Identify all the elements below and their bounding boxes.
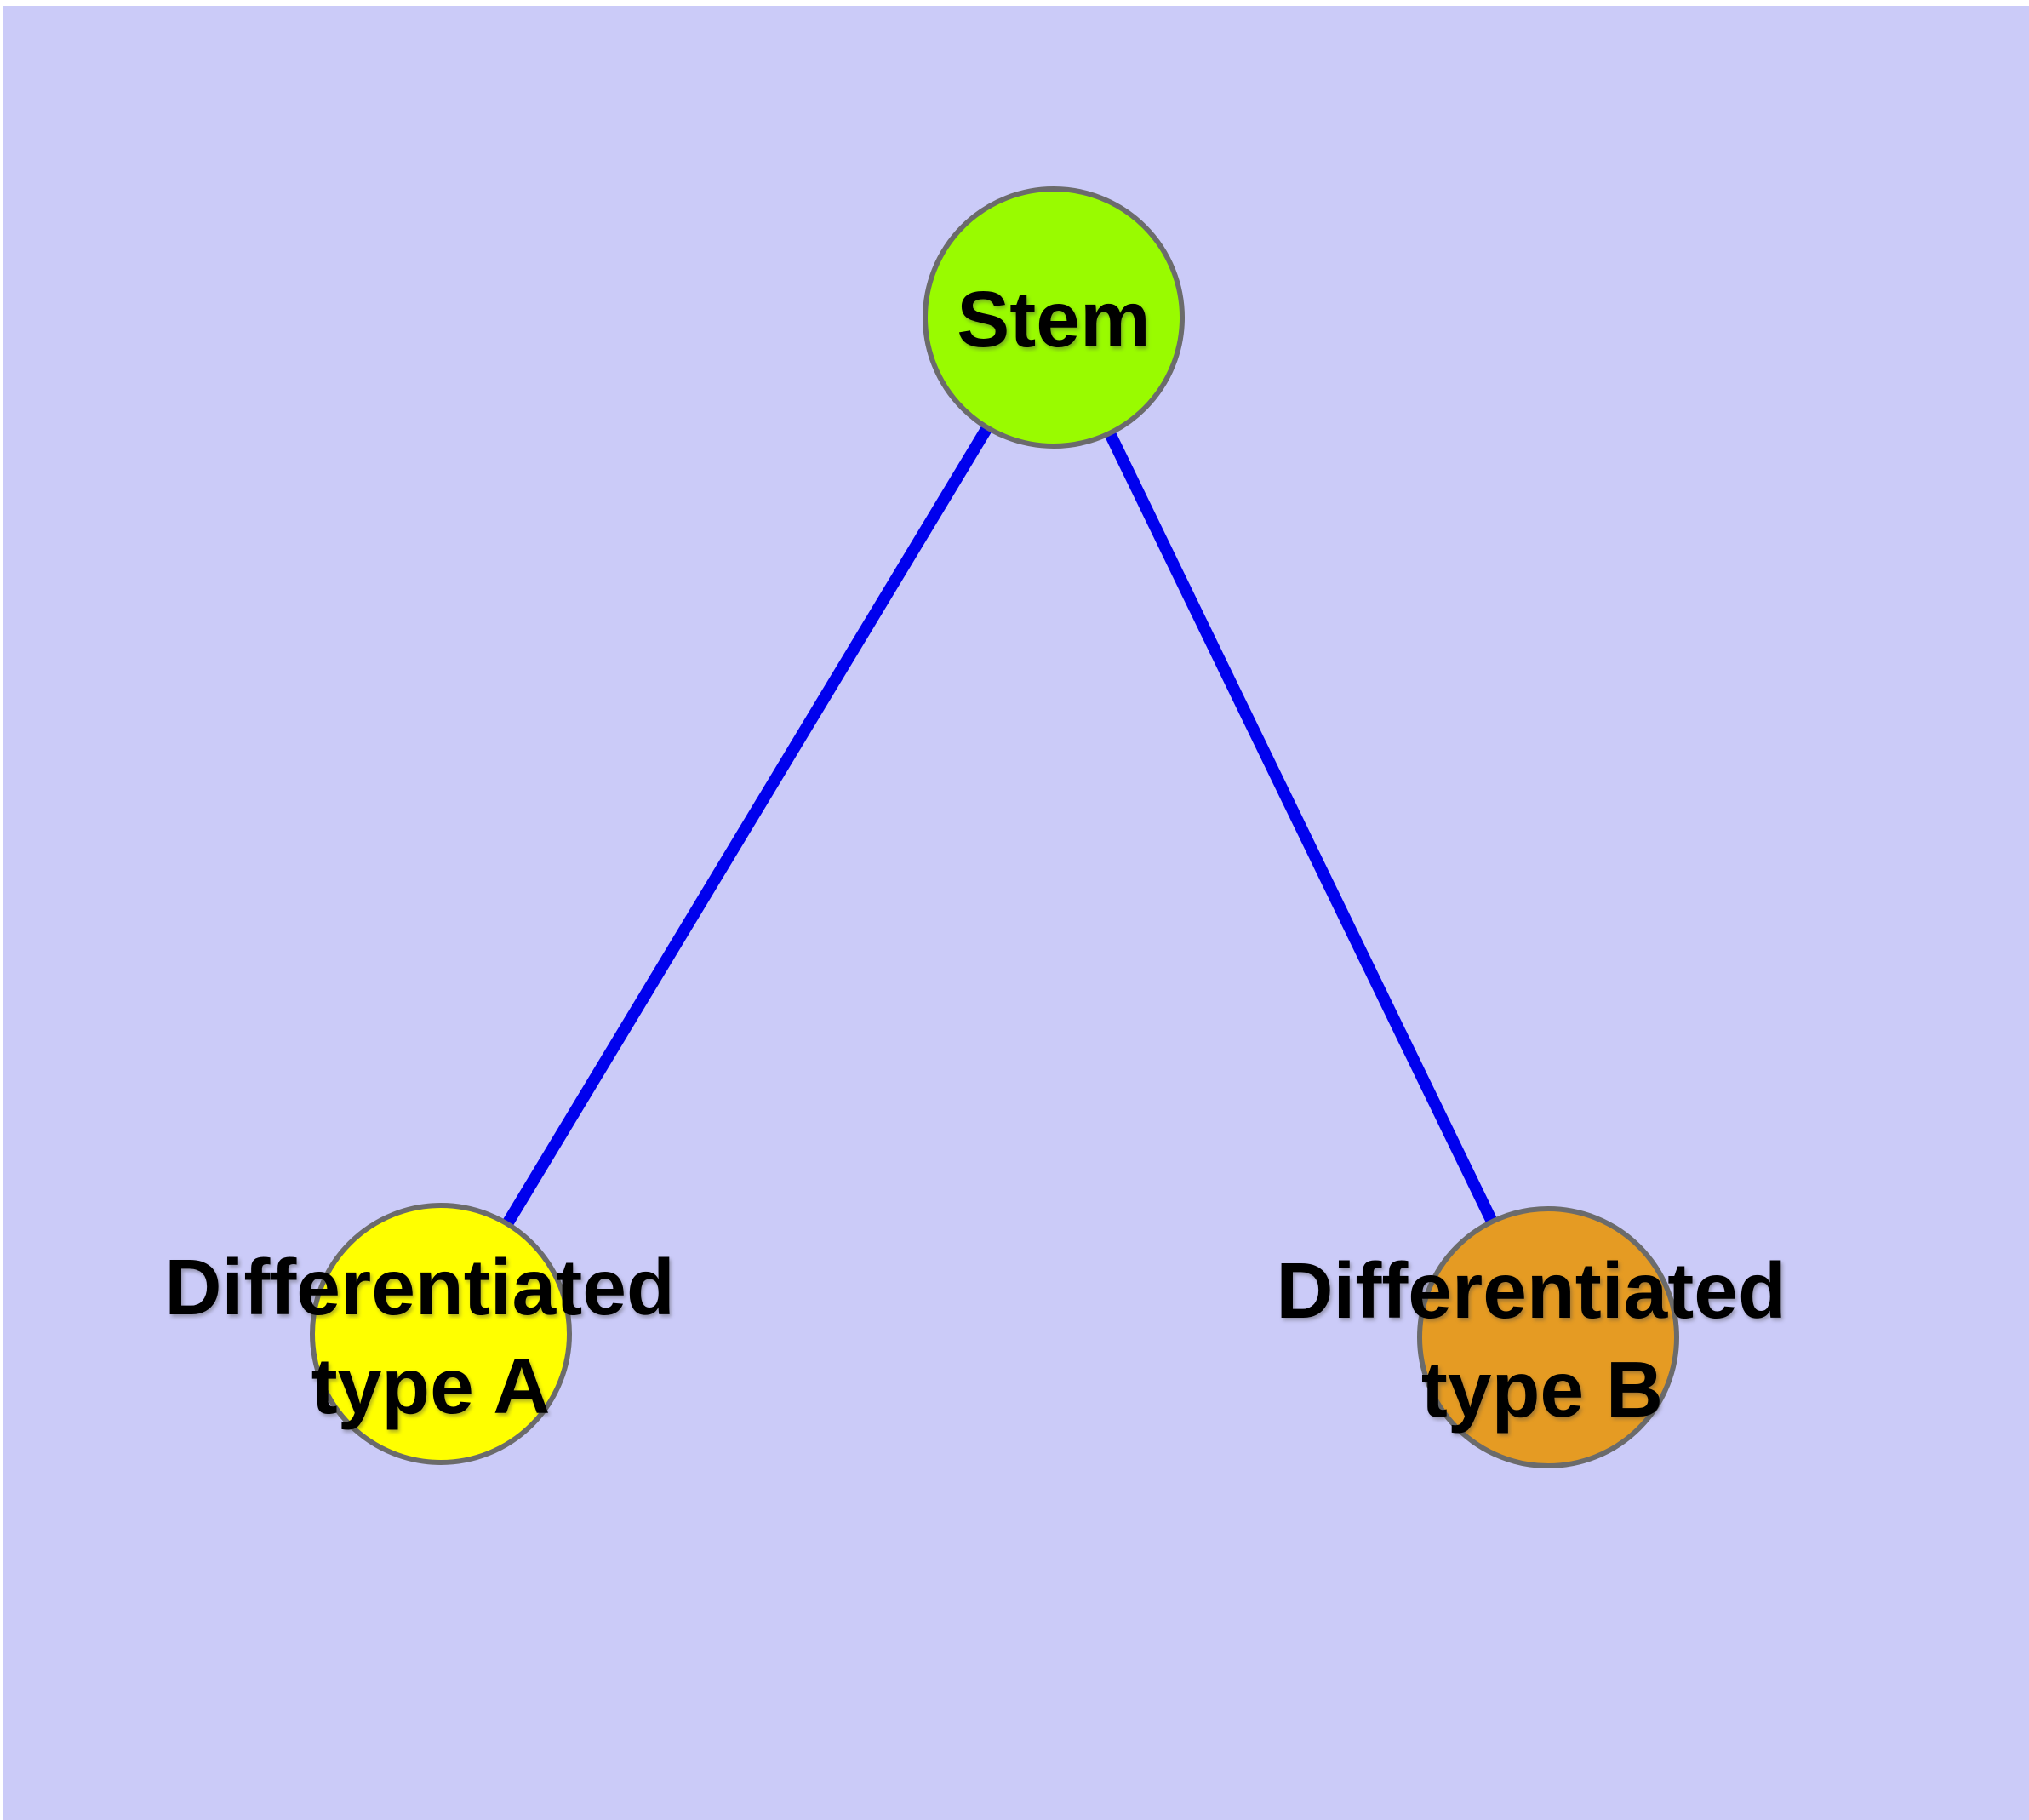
node-label-type-a-line1: Differentiated — [164, 1243, 674, 1331]
node-label-type-a-line2: type A — [311, 1342, 551, 1430]
node-group — [310, 186, 1679, 1468]
edge-stem-to-type-b — [1048, 314, 1554, 1341]
node-label-type-b-line1: Differentiated — [1276, 1246, 1786, 1335]
node-differentiated-type-a — [310, 1203, 572, 1465]
node-label-type-a: Differentiated type A — [164, 1243, 696, 1430]
node-differentiated-type-b — [1417, 1206, 1679, 1468]
edge-stem-to-type-a — [436, 314, 1059, 1337]
node-label-type-b-line2: type B — [1421, 1345, 1663, 1434]
node-label-stem: Stem — [957, 275, 1150, 363]
node-stem — [923, 186, 1185, 449]
node-label-type-b: Differentiated type B — [1276, 1246, 1808, 1434]
edge-group — [436, 314, 1554, 1341]
label-group: Stem Differentiated type A Differentiate… — [164, 275, 1808, 1434]
